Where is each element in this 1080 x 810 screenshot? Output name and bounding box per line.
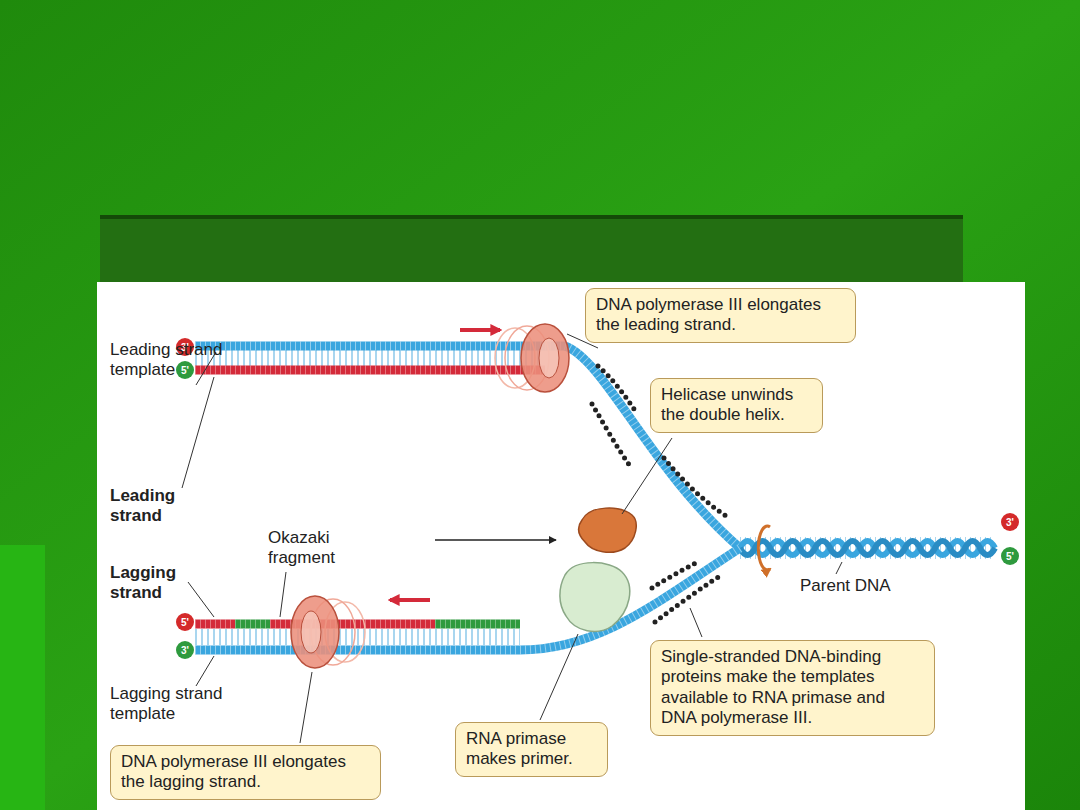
strand-end-text: 5'	[181, 617, 189, 628]
base-pairs	[740, 537, 995, 559]
title-band-edge	[100, 215, 963, 219]
strand-end-text: 3'	[181, 645, 189, 656]
callout-box: Single-stranded DNA-binding proteins mak…	[650, 640, 935, 736]
strand-end-marker: 5'	[176, 613, 194, 631]
ssb-proteins	[598, 366, 636, 412]
part-label: Lagging strand	[110, 563, 200, 604]
part-label: Okazaki fragment	[268, 528, 363, 569]
leader-line	[622, 438, 672, 514]
rotation-arrow	[758, 526, 770, 570]
rna-primase	[560, 563, 630, 632]
polymerase-ring-hole	[539, 338, 559, 378]
strand-end-marker: 3'	[1001, 513, 1019, 531]
leader-line	[540, 634, 578, 720]
strand-end-text: 5'	[1006, 551, 1014, 562]
strand-texture	[195, 342, 566, 351]
parent-strand	[740, 541, 995, 555]
ssb-proteins	[664, 458, 726, 516]
polymerase-ring	[521, 324, 569, 392]
callout-box: Helicase unwinds the double helix.	[650, 378, 823, 433]
leader-line	[300, 672, 312, 743]
callout-text: RNA primase makes primer.	[466, 729, 597, 770]
callout-box: DNA polymerase III elongates the leading…	[585, 288, 856, 343]
leading-new-strand	[195, 366, 545, 375]
leader-line	[188, 582, 214, 617]
parent-strand	[740, 541, 995, 555]
leader-line	[836, 562, 842, 574]
strand-end-text: 5'	[181, 365, 189, 376]
strand-end-marker: 3'	[176, 641, 194, 659]
slide-strip	[0, 545, 45, 810]
title-band	[100, 215, 963, 282]
leader-line	[280, 572, 286, 617]
part-label: Parent DNA	[800, 576, 891, 596]
direction-arrow	[460, 328, 500, 332]
callout-text: Single-stranded DNA-binding proteins mak…	[661, 647, 924, 729]
figure-panel	[97, 282, 1025, 810]
ssb-proteins	[652, 561, 700, 588]
ssb-proteins	[592, 404, 630, 466]
callout-text: DNA polymerase III elongates the leading…	[596, 295, 845, 336]
callout-text: DNA polymerase III elongates the lagging…	[121, 752, 370, 793]
callout-box: RNA primase makes primer.	[455, 722, 608, 777]
rna-primer	[435, 620, 520, 629]
strand-end-marker: 5'	[176, 361, 194, 379]
callout-text: Helicase unwinds the double helix.	[661, 385, 812, 426]
strand-texture	[195, 620, 520, 629]
strand-end-text: 3'	[1006, 517, 1014, 528]
callout-box: DNA polymerase III elongates the lagging…	[110, 745, 381, 800]
strand-end-marker: 5'	[1001, 547, 1019, 565]
leader-line	[196, 656, 214, 686]
base-pairs	[195, 350, 540, 366]
polymerase-ring-hole	[301, 611, 321, 653]
part-label: Lagging strand template	[110, 684, 230, 725]
leader-line	[182, 377, 214, 488]
pointer-arrow	[435, 539, 556, 541]
base-pairs	[195, 629, 520, 645]
strand-texture	[195, 366, 545, 375]
part-label: Leading strand template	[110, 340, 230, 381]
polymerase-ring	[291, 596, 339, 668]
direction-arrow	[390, 598, 430, 602]
leading-template-strand	[195, 342, 566, 351]
helicase	[578, 508, 636, 552]
part-label: Leading strand	[110, 486, 200, 527]
leader-line	[690, 608, 702, 637]
